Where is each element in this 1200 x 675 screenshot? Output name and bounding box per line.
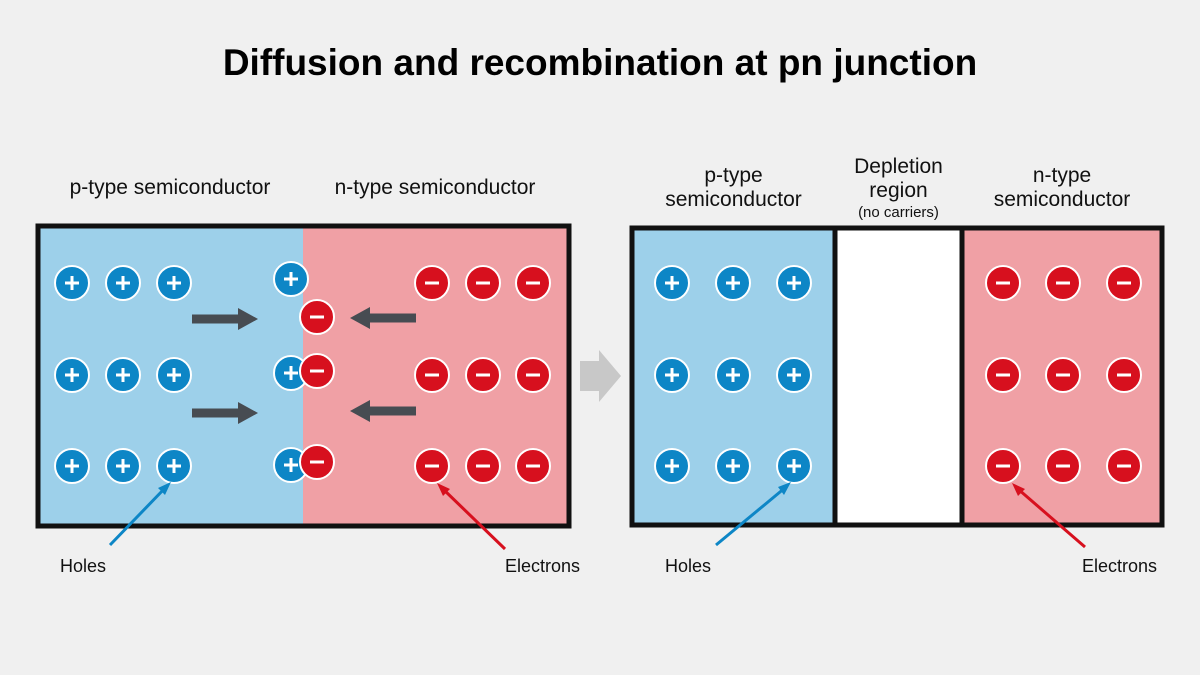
recombining-hole-carrier [273,355,309,391]
left-electrons-pointer-head [437,483,450,496]
depletion-note: (no carriers) [858,204,939,221]
right-electrons-label: Electrons [1082,556,1158,576]
hole-carrier [156,448,192,484]
diffusion-arrow-icon [192,308,258,330]
right-carriers [654,265,1142,484]
electron-carrier [465,265,501,301]
right-holes-pointer-head [778,482,791,495]
hole-carrier [715,265,751,301]
electron-carrier [414,357,450,393]
right-n-type-label-line1: n-type [1032,164,1092,187]
depletion-label-line1: Depletion [854,155,943,178]
electron-carrier [1045,448,1081,484]
right-holes-label: Holes [665,556,712,576]
hole-carrier [654,357,690,393]
electron-carrier [1106,448,1142,484]
hole-carrier [715,357,751,393]
hole-carrier [776,265,812,301]
hole-carrier [654,448,690,484]
hole-carrier [105,357,141,393]
hole-carrier [776,357,812,393]
page-title: Diffusion and recombination at pn juncti… [222,42,978,83]
electron-carrier [1106,357,1142,393]
electron-carrier [1045,265,1081,301]
hole-carrier [54,448,90,484]
electron-carrier [515,265,551,301]
left-p-type-label: p-type semiconductor [69,176,271,199]
left-electrons-pointer [441,487,507,551]
electron-carrier [985,357,1021,393]
hole-carrier [105,448,141,484]
hole-carrier [156,265,192,301]
hole-carrier [105,265,141,301]
electron-carrier [985,448,1021,484]
depletion-label-line2: region [869,179,928,202]
electron-carrier [414,448,450,484]
left-n-type-label: n-type semiconductor [334,176,536,199]
recombining-electron-carrier [299,299,335,335]
left-carriers [54,261,551,484]
electron-carrier [414,265,450,301]
diffusion-arrows [192,307,416,424]
right-panel [629,225,1165,528]
right-n-type-label-line2: semiconductor [993,188,1131,211]
diffusion-arrow-icon [350,400,416,422]
diffusion-arrow-icon [192,402,258,424]
transition-arrow-icon [580,350,621,402]
left-panel [35,223,572,529]
hole-carrier [54,265,90,301]
electron-carrier [515,448,551,484]
left-holes-pointer-head [158,482,171,495]
hole-carrier [54,357,90,393]
electron-carrier [465,357,501,393]
recombining-electron-carrier [299,353,335,389]
right-p-type-label-line1: p-type [704,164,763,187]
electron-carrier [1045,357,1081,393]
left-holes-pointer [108,485,168,547]
recombining-electron-carrier [299,444,335,480]
diffusion-arrow-icon [350,307,416,329]
right-p-type-label-line2: semiconductor [665,188,802,211]
hole-carrier [776,448,812,484]
right-electrons-pointer [1017,487,1086,549]
recombining-hole-carrier [273,261,309,297]
hole-carrier [715,448,751,484]
electron-carrier [1106,265,1142,301]
pointers [108,482,1086,551]
hole-carrier [654,265,690,301]
right-electrons-pointer-head [1012,483,1025,496]
left-holes-label: Holes [60,556,107,576]
hole-carrier [156,357,192,393]
electron-carrier [985,265,1021,301]
right-holes-pointer [715,485,787,547]
left-panel-border [35,223,572,529]
right-panel-border [629,225,1165,528]
electron-carrier [515,357,551,393]
depletion-region [835,228,962,525]
left-electrons-label: Electrons [505,556,581,576]
electron-carrier [465,448,501,484]
